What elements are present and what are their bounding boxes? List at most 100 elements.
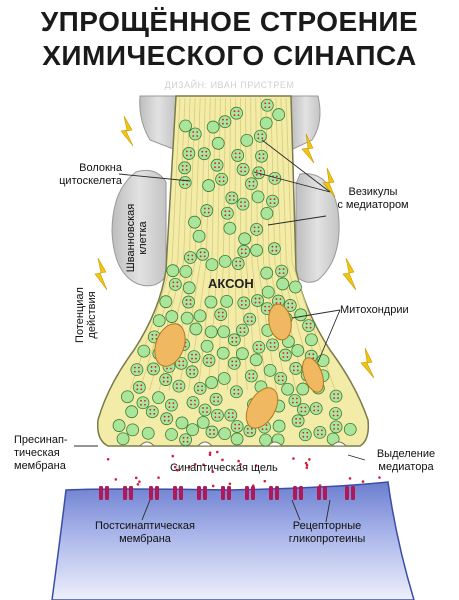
credit-text: ДИЗАЙН: ИВАН ПРИСТРЕМ	[164, 80, 295, 90]
neurotransmitter-dot	[208, 453, 212, 457]
schwann-cell-top	[139, 95, 177, 151]
lightning-bolt-icon	[342, 257, 357, 291]
vesicle	[251, 190, 265, 204]
vesicle	[200, 339, 214, 353]
vesicle	[175, 416, 189, 430]
vesicle	[294, 308, 308, 322]
vesicle	[193, 309, 207, 323]
vesicle	[188, 127, 202, 141]
vesicle	[253, 129, 267, 143]
vesicle	[266, 194, 279, 208]
vesicle	[227, 356, 241, 370]
label-schwann-cell: Шванновская клетка	[125, 203, 149, 273]
vesicle	[216, 346, 230, 360]
lightning-bolt-icon	[301, 133, 315, 164]
vesicle	[237, 244, 251, 258]
neurotransmitter-dot	[237, 459, 240, 463]
receptor-glycoprotein	[345, 486, 355, 500]
label-cytoskeleton: Волокна цитоскелета	[59, 162, 122, 187]
vesicle	[210, 408, 224, 422]
vesicle	[220, 294, 234, 308]
vesicle	[211, 136, 225, 150]
neurotransmitter-dot	[176, 468, 179, 472]
vesicle	[229, 385, 243, 399]
vesicle	[230, 432, 244, 446]
cytoskeleton-fibre	[217, 97, 226, 391]
vesicle	[160, 412, 174, 426]
vesicle	[259, 433, 272, 447]
receptor-glycoprotein	[173, 486, 183, 500]
vesicle	[183, 251, 197, 264]
release-sites	[138, 441, 348, 447]
vesicle	[237, 296, 251, 310]
neurotransmitter-dot	[138, 480, 141, 483]
vesicle	[125, 405, 139, 419]
receptor-glycoprotein	[317, 486, 327, 500]
vesicle	[136, 396, 150, 410]
vesicle	[217, 325, 231, 339]
release-site	[138, 441, 156, 447]
label-receptors: Рецепторные гликопротеины	[288, 520, 366, 545]
vesicle	[168, 277, 182, 291]
vesicle	[179, 433, 192, 447]
vesicle	[196, 247, 210, 261]
neurotransmitter-dot	[308, 458, 311, 461]
vesicle	[179, 265, 193, 278]
receptor-glycoprotein	[123, 486, 133, 500]
vesicle	[132, 380, 146, 394]
vesicle	[187, 350, 201, 363]
vesicle	[275, 264, 289, 278]
vesicle	[309, 402, 323, 415]
vesicle	[165, 310, 179, 323]
vesicle	[147, 362, 160, 376]
vesicle	[267, 242, 281, 256]
vesicle	[159, 295, 173, 309]
vesicle	[202, 179, 216, 192]
neurotransmitter-dot	[208, 451, 212, 455]
neurotransmitter-dot	[157, 476, 160, 479]
receptor-glycoprotein	[245, 486, 255, 500]
vesicle	[343, 422, 357, 436]
lightning-bolt-icon	[120, 115, 134, 147]
vesicle	[209, 392, 223, 406]
neurotransmitter-dot	[221, 458, 224, 462]
vesicle	[249, 353, 263, 367]
leader-line	[267, 215, 327, 226]
vesicle	[152, 391, 165, 405]
vesicle	[174, 356, 188, 370]
neurotransmitter-dot	[239, 462, 242, 466]
neurotransmitter-dot	[305, 466, 309, 469]
vesicle	[236, 197, 250, 211]
vesicle	[245, 177, 258, 191]
vesicle	[235, 347, 249, 361]
vesicle	[121, 390, 134, 404]
neurotransmitter-dot	[228, 482, 232, 486]
label-release: Выделение медиатора	[376, 448, 436, 473]
vesicle	[243, 312, 257, 326]
vesicle	[178, 161, 192, 175]
vesicle	[259, 116, 273, 130]
vesicle	[272, 419, 286, 433]
vesicle	[137, 344, 151, 358]
neurotransmitter-dot	[114, 478, 118, 481]
vesicle	[116, 432, 130, 446]
vesicle	[260, 98, 274, 112]
leader-line	[317, 309, 341, 363]
vesicle	[218, 115, 232, 129]
vesicle	[152, 314, 166, 328]
vesicle	[281, 382, 295, 396]
label-postsynaptic-membrane: Постсинаптическая мембрана	[95, 520, 195, 545]
vesicle	[193, 381, 207, 395]
neurotransmitter-dot	[215, 450, 219, 454]
vesicle	[189, 322, 203, 336]
neurotransmitter-dot	[136, 483, 140, 486]
vesicle	[244, 369, 258, 383]
vesicle	[214, 308, 228, 321]
schwann-cell-right	[295, 173, 340, 283]
vesicle	[289, 362, 303, 375]
vesicle	[263, 363, 277, 377]
vesicle	[236, 323, 249, 337]
vesicle	[202, 354, 216, 367]
leader-line	[253, 171, 331, 193]
leader-line	[291, 499, 301, 521]
